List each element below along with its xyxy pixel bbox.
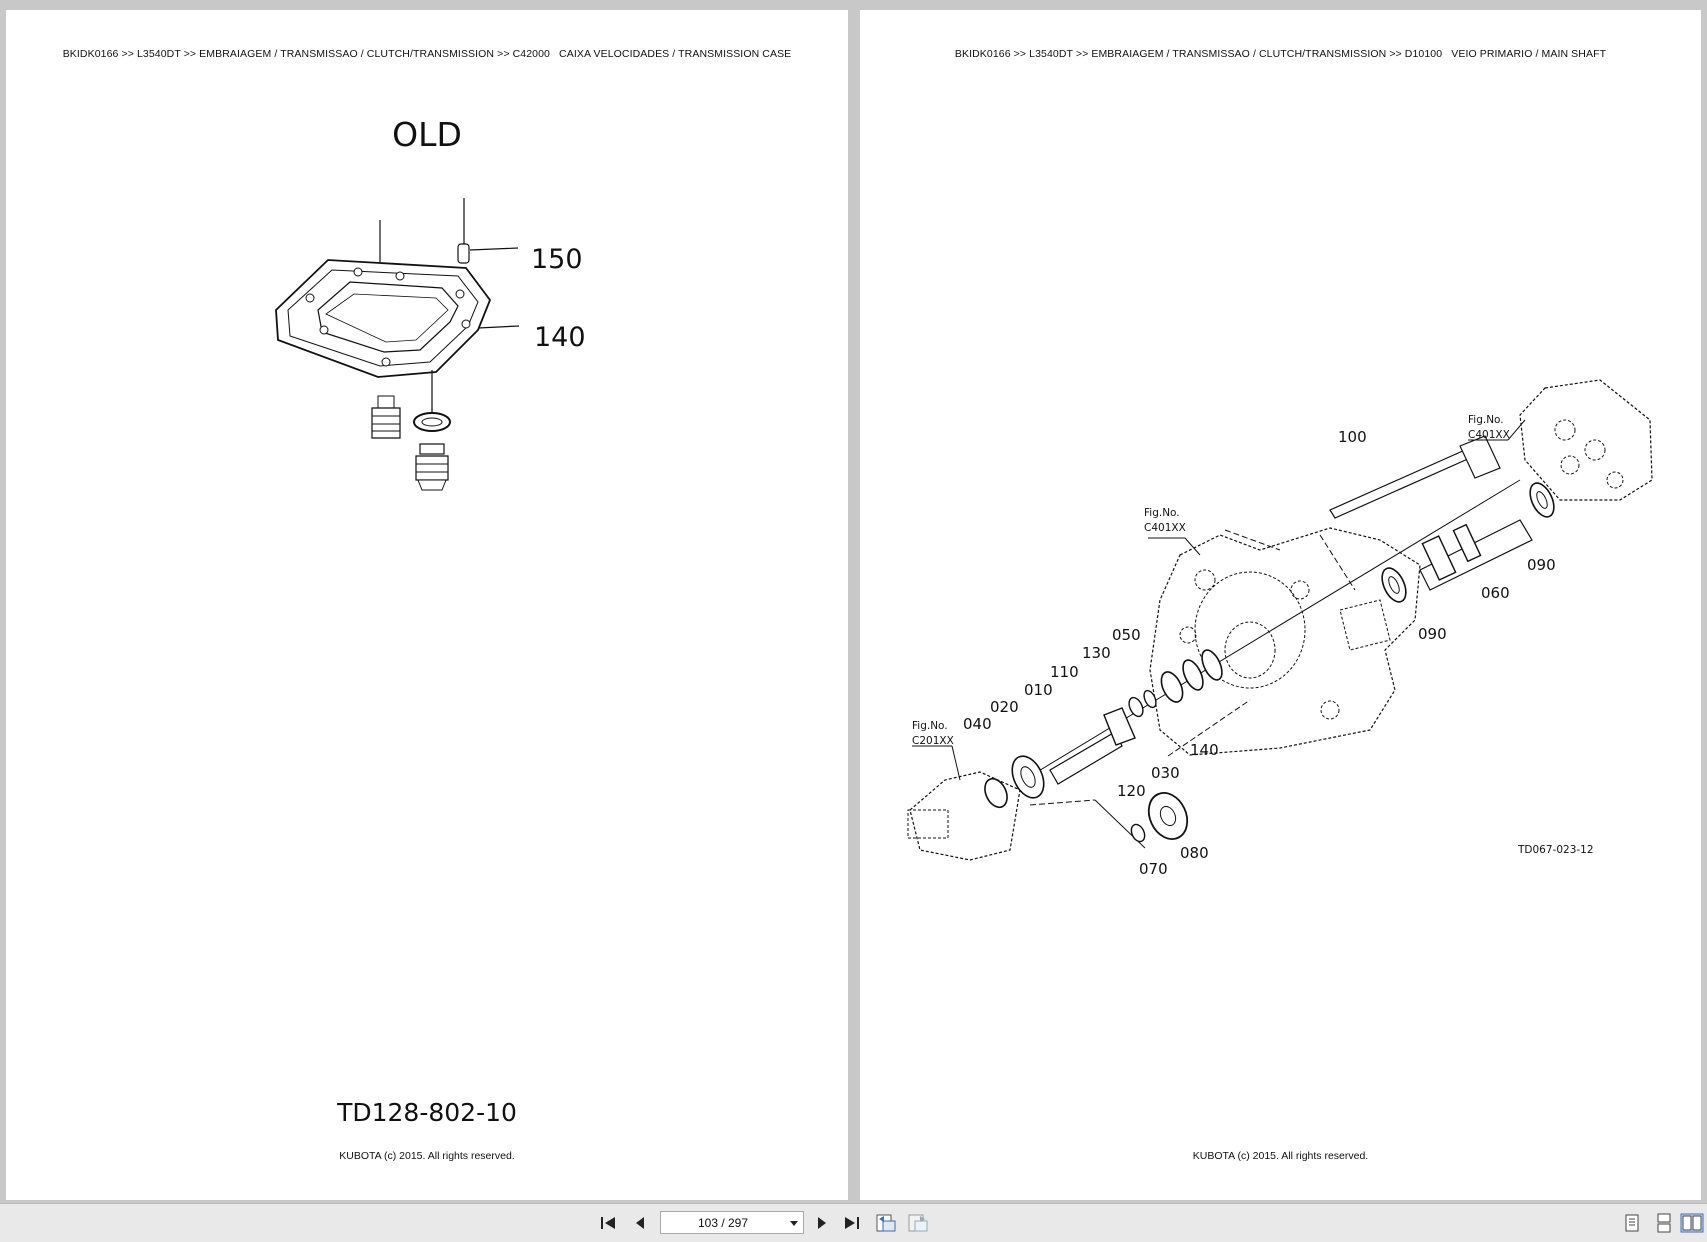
fig-ref-code-3: C201XX bbox=[912, 735, 954, 747]
fig-ref-label-3: Fig.No. bbox=[912, 720, 948, 732]
fig-ref-code-1: C401XX bbox=[1144, 522, 1186, 534]
viewer-toolbar: 103 / 297 bbox=[0, 1203, 1707, 1242]
right-drawing-code: TD067-023-12 bbox=[1517, 844, 1594, 856]
callout-140: 140 bbox=[1190, 741, 1219, 759]
old-heading: OLD bbox=[392, 115, 462, 154]
page-indicator: 103 / 297 bbox=[697, 1216, 749, 1230]
two-page-view-icon[interactable] bbox=[1680, 1211, 1704, 1235]
chevron-down-icon[interactable] bbox=[790, 1221, 798, 1226]
right-page: BKIDK0166 >> L3540DT >> EMBRAIAGEM / TRA… bbox=[860, 10, 1701, 1200]
callout-090-b: 090 bbox=[1527, 556, 1556, 574]
fig-ref-label-1: Fig.No. bbox=[1144, 507, 1180, 519]
right-copyright: KUBOTA (c) 2015. All rights reserved. bbox=[1192, 1150, 1369, 1162]
previous-page-icon[interactable] bbox=[628, 1211, 652, 1235]
callout-010: 010 bbox=[1024, 681, 1053, 699]
callout-040: 040 bbox=[963, 715, 992, 733]
fig-ref-label-2: Fig.No. bbox=[1468, 414, 1504, 426]
callout-020: 020 bbox=[990, 698, 1019, 716]
callout-150: 150 bbox=[531, 244, 583, 275]
callout-080: 080 bbox=[1180, 844, 1209, 862]
callout-090-a: 090 bbox=[1418, 625, 1447, 643]
callout-140: 140 bbox=[534, 322, 586, 353]
callout-120: 120 bbox=[1117, 782, 1146, 800]
next-page-icon[interactable] bbox=[810, 1211, 834, 1235]
page-number-field[interactable]: 103 / 297 bbox=[660, 1211, 804, 1234]
callout-070: 070 bbox=[1139, 860, 1168, 878]
left-copyright: KUBOTA (c) 2015. All rights reserved. bbox=[339, 1150, 515, 1162]
fig-ref-code-2: C401XX bbox=[1468, 429, 1510, 441]
last-page-icon[interactable] bbox=[840, 1211, 864, 1235]
left-parts-drawing: OLD bbox=[275, 115, 586, 491]
first-page-icon[interactable] bbox=[596, 1211, 620, 1235]
left-drawing-code: TD128-802-10 bbox=[337, 1098, 517, 1127]
callout-050: 050 bbox=[1112, 626, 1141, 644]
callout-130: 130 bbox=[1082, 644, 1111, 662]
next-view-icon[interactable] bbox=[906, 1211, 930, 1235]
previous-view-icon[interactable] bbox=[874, 1211, 898, 1235]
left-page: BKIDK0166 >> L3540DT >> EMBRAIAGEM / TRA… bbox=[6, 10, 848, 1200]
callout-030: 030 bbox=[1151, 764, 1180, 782]
right-parts-drawing: 100 090 090 060 050 130 110 010 020 040 … bbox=[907, 379, 1653, 878]
left-breadcrumb: BKIDK0166 >> L3540DT >> EMBRAIAGEM / TRA… bbox=[62, 48, 792, 60]
right-breadcrumb: BKIDK0166 >> L3540DT >> EMBRAIAGEM / TRA… bbox=[954, 48, 1607, 60]
callout-060: 060 bbox=[1481, 584, 1510, 602]
single-page-view-icon[interactable] bbox=[1620, 1211, 1644, 1235]
callout-100: 100 bbox=[1338, 428, 1367, 446]
callout-110: 110 bbox=[1050, 663, 1079, 681]
continuous-view-icon[interactable] bbox=[1652, 1211, 1676, 1235]
